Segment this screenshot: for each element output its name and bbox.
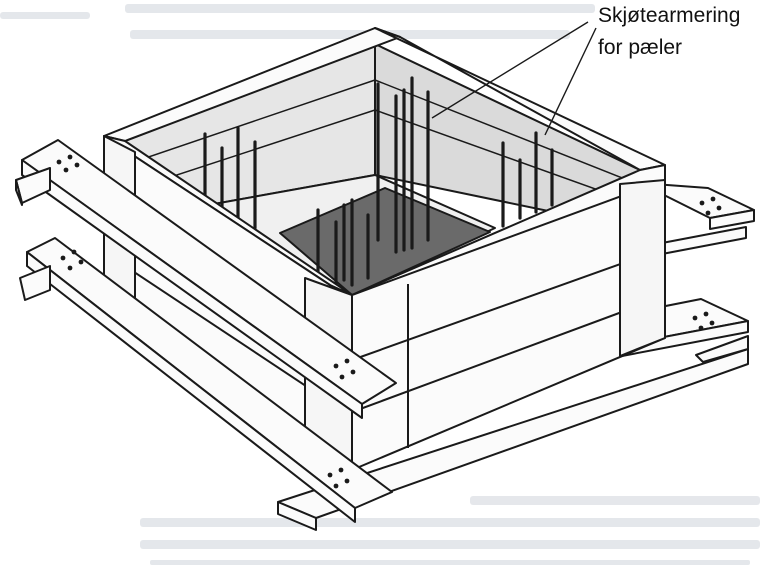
bolt-hole [699, 200, 705, 206]
bolt-hole [344, 358, 350, 364]
annotation-line-1: Skjøtearmering [598, 4, 741, 27]
bolt-hole [56, 159, 62, 165]
annotation-leaders [431, 21, 597, 136]
support-beam-right-upper [639, 182, 755, 255]
bolt-hole [333, 483, 339, 489]
bolt-hole [703, 311, 709, 317]
bolt-hole [74, 162, 80, 168]
leader-line [544, 27, 597, 136]
bolt-hole [71, 249, 77, 255]
support-beam-front-lower [19, 237, 393, 523]
bolt-hole [692, 315, 698, 321]
rebar-annotation: Skjøtearmering for pæler [598, 0, 740, 64]
bolt-hole [327, 472, 333, 478]
bolt-hole [698, 325, 704, 331]
bolt-hole [78, 259, 84, 265]
bolt-hole [339, 374, 345, 380]
bolt-hole [67, 154, 73, 160]
bolt-hole [338, 467, 344, 473]
annotation-line-2: for pæler [598, 36, 683, 59]
bolt-hole [333, 363, 339, 369]
bolt-hole [705, 210, 711, 216]
formwork-right-wall [351, 179, 666, 471]
leader-line [431, 21, 589, 119]
bolt-hole [63, 167, 69, 173]
pile-rebars [203, 76, 554, 294]
bleed-through-text [0, 4, 760, 565]
bolt-hole [60, 255, 66, 261]
bolt-hole [67, 265, 73, 271]
support-beam-bottom [277, 335, 749, 531]
bolt-hole [350, 369, 356, 375]
bolt-hole [710, 196, 716, 202]
bolt-hole [344, 478, 350, 484]
bolt-hole [716, 205, 722, 211]
bolt-hole [709, 320, 715, 326]
support-beam-front-upper [15, 139, 397, 419]
bolt-holes [56, 154, 722, 489]
